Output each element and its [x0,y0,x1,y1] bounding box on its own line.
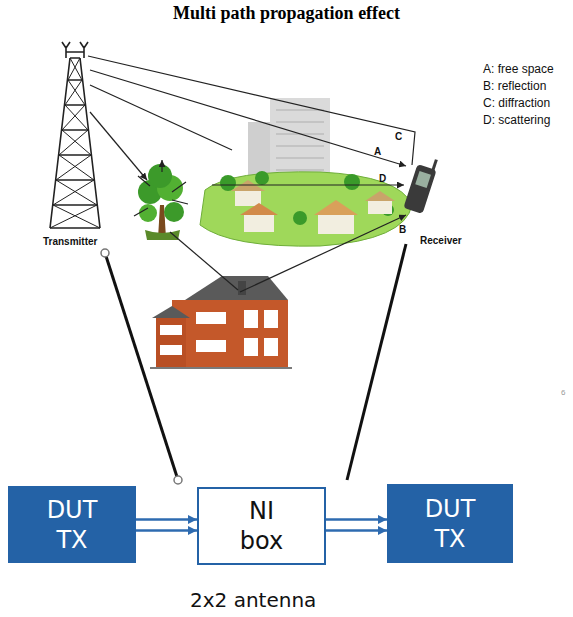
house-window [196,340,226,352]
small-tree [220,175,236,191]
leader-line [105,253,178,480]
small-roof [240,203,278,215]
leader-end [101,249,109,257]
phone-body [403,164,436,214]
path-reflection [240,215,406,292]
building-windows [276,110,324,170]
house-porch [156,316,186,368]
box-text: NI box [240,496,283,556]
small-house [235,190,261,206]
small-roof [314,200,358,215]
key-entry: B: reflection [483,80,546,93]
tree-grass [145,230,180,240]
propagation-paths [88,56,415,292]
path-letter: C [395,131,402,142]
small-tree [344,174,360,190]
box-text-group: DUT TX [47,495,98,555]
key-entry: A: free space [483,63,554,76]
leader-line [347,244,406,480]
key-entry: C: diffraction [483,97,550,110]
small-house [244,214,274,232]
tower-rungs [50,58,100,228]
transmitter-tower [50,42,100,228]
phone-antenna [431,159,438,171]
tree-foliage [148,164,172,188]
house-window [264,338,278,356]
path-tree-to-house [170,232,238,290]
scatter-tree [138,164,184,240]
process-box: DUT TX [8,486,136,563]
tower-antenna [62,42,88,58]
house-window [244,310,258,328]
small-house [368,200,392,214]
arrow-connector [136,518,197,521]
house-chimney [238,281,246,295]
path-free-space [90,70,406,166]
box-text-group: DUT TX [425,494,476,554]
village-island [200,171,412,246]
receiver-phone [403,159,437,214]
house-window [160,345,182,355]
process-box: NI box [197,487,326,565]
path-scattering [212,184,404,185]
box-text: DUT TX [47,495,98,555]
antenna-caption: 2x2 antenna [190,589,316,611]
small-house [318,214,354,234]
arrow-connector [136,529,197,532]
process-box: DUT TX [387,484,513,563]
house-window [160,325,182,335]
house-wall [172,300,288,368]
small-roof [365,191,395,201]
path-letter: B [399,224,406,235]
leader-end [174,476,182,484]
path-diffraction [88,56,415,165]
tree-foliage [164,202,184,222]
key-entry: D: scattering [483,114,550,127]
small-tree [255,171,269,185]
path-to-tree [90,112,147,180]
arrow-connector [326,529,387,532]
path-to-building [90,85,232,150]
tower-bracing [50,58,100,228]
box-text-group: NI box [240,496,283,556]
tower-legs [50,58,100,228]
house-base [150,367,292,369]
small-tree [293,211,307,225]
house-window [244,338,258,356]
arrow-connector [326,518,387,521]
page-number: 6 [561,389,565,398]
tree-foliage [139,204,157,222]
porch-roof [152,306,190,318]
phone-screen [415,171,431,188]
path-letter: A [374,146,381,157]
site-label: Transmitter [43,236,97,247]
leader-lines [101,244,406,484]
site-label: Receiver [420,235,462,246]
diagram-title: Multi path propagation effect [0,3,573,24]
reflecting-house [150,276,292,368]
path-letter: D [379,173,386,184]
box-text: DUT TX [425,494,476,554]
scatter-arrows [134,160,188,216]
house-window [264,310,278,328]
house-window [196,312,226,324]
island-ground [200,172,412,246]
